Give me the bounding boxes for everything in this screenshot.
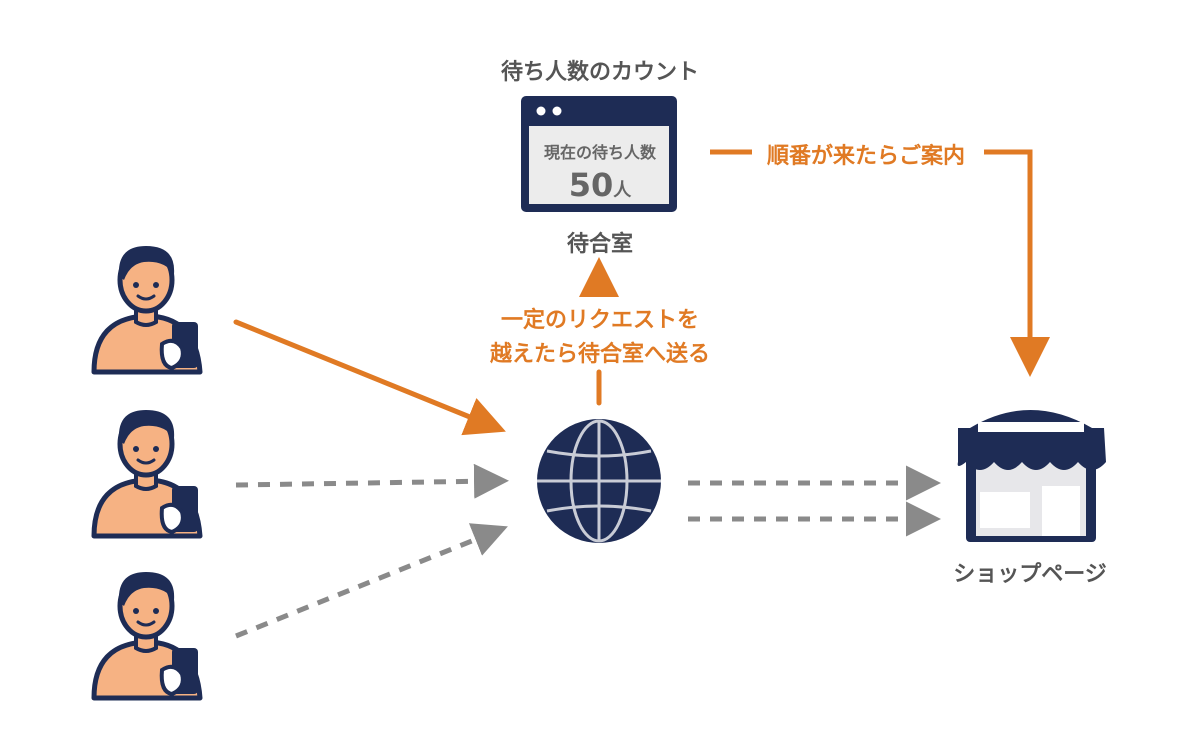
guide-label: 順番が来たらご案内: [766, 144, 965, 169]
waiting-count-caption: 現在の待ち人数: [543, 143, 656, 162]
browser-window-icon: [521, 96, 677, 212]
waiting-room-label: 待合室: [566, 232, 633, 257]
arrow-user-top-to-globe: [233, 319, 506, 436]
request-threshold-line2: 越えたら待合室へ送る: [489, 342, 710, 367]
waiting-count: 50人: [522, 166, 678, 204]
user-middle-icon: [94, 410, 200, 536]
arrow-user-bottom-to-globe: [235, 523, 508, 639]
arrow-user-middle-to-globe: [235, 463, 509, 499]
globe-icon: [537, 419, 661, 543]
shop-page-label: ショップページ: [953, 562, 1107, 587]
request-threshold-label: 一定のリクエストを 越えたら待合室へ送る: [0, 304, 1200, 372]
request-threshold-line1: 一定のリクエストを: [500, 308, 699, 333]
waiting-count-value: 50: [568, 166, 614, 204]
waiting-count-unit: 人: [613, 180, 632, 201]
counter-title: 待ち人数のカウント: [500, 60, 699, 85]
shop-storefront-icon: [957, 410, 1106, 542]
arrow-guide-to-shop: [984, 149, 1050, 377]
user-bottom-icon: [94, 572, 200, 698]
